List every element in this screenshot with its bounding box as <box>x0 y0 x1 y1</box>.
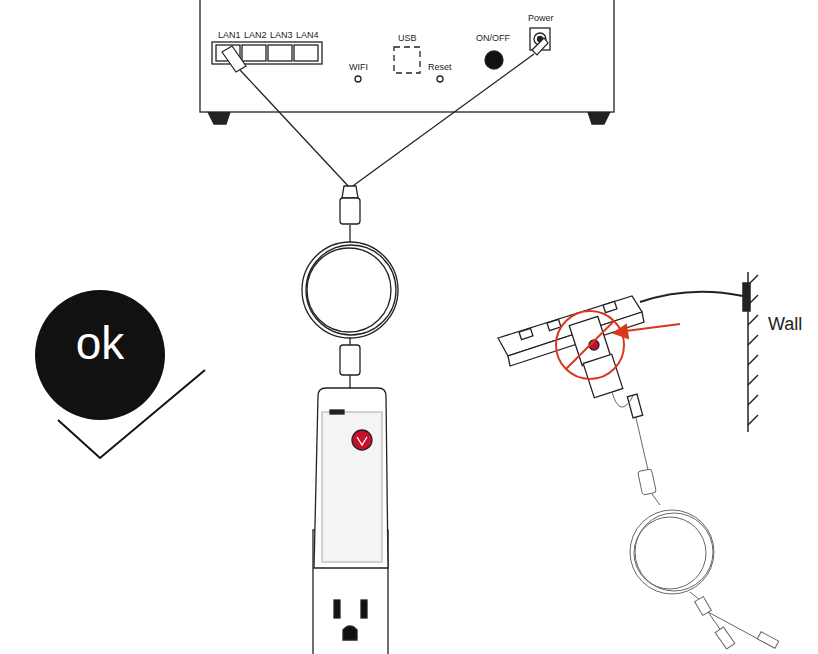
port-label: LAN2 <box>244 31 267 40</box>
loose-cable <box>612 392 779 649</box>
router <box>200 0 614 124</box>
port-label: Reset <box>428 63 452 72</box>
port-label: LAN1 <box>218 31 241 40</box>
power-strip <box>498 296 644 418</box>
wall-label: Wall <box>768 315 802 333</box>
connector <box>340 186 360 375</box>
port-label: LAN4 <box>296 31 319 40</box>
port-label: USB <box>398 34 417 43</box>
port-label: WIFI <box>349 63 368 72</box>
ok-circle: ok <box>35 290 165 420</box>
badge-text: ok <box>35 316 165 370</box>
port-label: ON/OFF <box>476 34 510 43</box>
prohibited-mark <box>556 311 680 379</box>
router-plugs <box>222 38 548 72</box>
port-label: Power <box>528 14 554 23</box>
powerline-adapter <box>313 388 388 654</box>
wall <box>640 272 758 432</box>
cables <box>240 54 534 390</box>
port-label: LAN3 <box>270 31 293 40</box>
ok-badge <box>35 290 205 458</box>
